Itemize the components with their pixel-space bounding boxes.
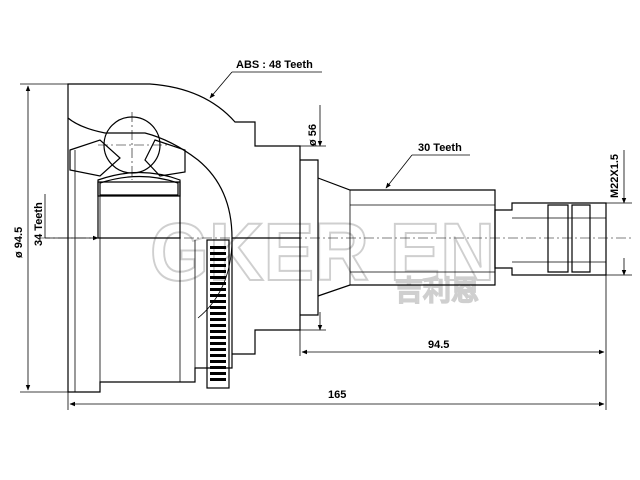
- abs-tooth: [210, 300, 226, 303]
- abs-ring: [206, 239, 230, 389]
- abs-tooth: [210, 360, 226, 363]
- dimension-inner-teeth: 34 Teeth: [33, 194, 99, 246]
- threaded-end: [494, 202, 607, 276]
- inner-race: [69, 112, 186, 239]
- leader-abs: ABS : 48 Teeth: [209, 59, 322, 99]
- abs-tooth: [210, 276, 226, 279]
- label-inner-teeth: 34 Teeth: [33, 202, 45, 246]
- abs-tooth: [210, 324, 226, 327]
- abs-tooth: [210, 342, 226, 345]
- watermark: GKER EN 吉利恩: [149, 206, 496, 308]
- abs-tooth: [210, 330, 226, 333]
- abs-tooth: [210, 366, 226, 369]
- abs-tooth: [210, 336, 226, 339]
- label-outer-teeth: 30 Teeth: [418, 142, 462, 154]
- abs-tooth: [210, 318, 226, 321]
- abs-tooth: [210, 354, 226, 357]
- watermark-chinese: 吉利恩: [395, 274, 479, 307]
- abs-tooth: [210, 348, 226, 351]
- label-thread: M22X1.5: [609, 154, 621, 198]
- dimension-outer-diameter: ø 94.5: [13, 83, 68, 393]
- abs-tooth: [210, 372, 226, 375]
- label-total-length: 165: [328, 389, 346, 401]
- dimension-shaft-length: 94.5: [299, 275, 607, 356]
- abs-tooth: [210, 306, 226, 309]
- abs-tooth: [210, 252, 226, 255]
- abs-tooth: [210, 294, 226, 297]
- dimension-total-length: 165: [67, 356, 607, 410]
- label-abs-teeth: ABS : 48 Teeth: [236, 59, 313, 71]
- abs-tooth: [210, 264, 226, 267]
- dimension-shaft-diameter: ø 56: [300, 105, 326, 331]
- abs-tooth: [210, 378, 226, 381]
- abs-tooth: [210, 246, 226, 249]
- abs-tooth: [210, 258, 226, 261]
- abs-tooth: [210, 270, 226, 273]
- abs-tooth: [210, 312, 226, 315]
- dimension-thread: M22X1.5: [606, 150, 632, 276]
- label-shaft-length: 94.5: [428, 339, 449, 351]
- abs-tooth: [210, 282, 226, 285]
- label-diameter-shaft: ø 56: [307, 124, 319, 146]
- leader-outer-teeth: 30 Teeth: [385, 142, 470, 189]
- abs-tooth: [210, 288, 226, 291]
- label-diameter-outer: ø 94.5: [13, 227, 25, 258]
